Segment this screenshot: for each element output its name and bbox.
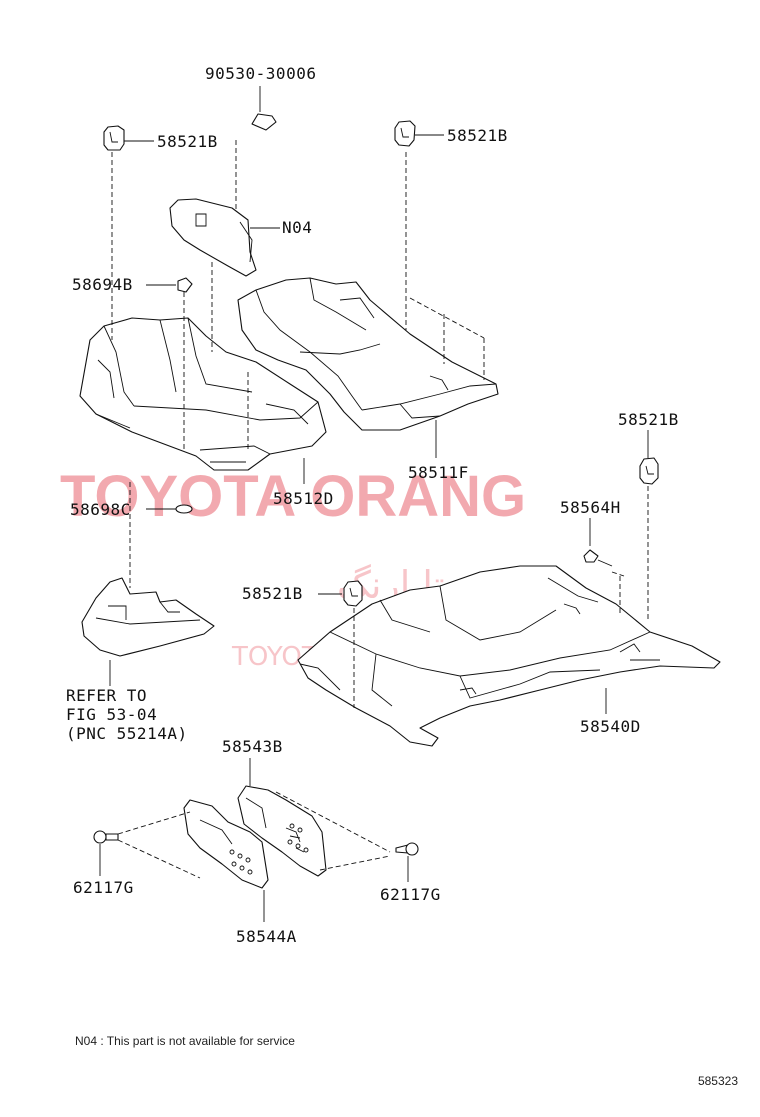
part-label-58544a: 58544A <box>236 927 297 946</box>
carpet-58511f-part[interactable] <box>237 152 499 458</box>
nut-58694b-icon[interactable] <box>146 277 193 450</box>
carpet-58540d-part[interactable] <box>297 565 721 747</box>
grommet-58698c-icon[interactable] <box>146 504 193 514</box>
part-label-58543b: 58543B <box>222 737 283 756</box>
part-label-58521b-top-right: 58521B <box>447 126 508 145</box>
part-label-58521b-right: 58521B <box>618 410 679 429</box>
part-label-58564h: 58564H <box>560 498 621 517</box>
part-label-n04: N04 <box>282 218 312 237</box>
refer-line-3: (PNC 55214A) <box>66 724 188 743</box>
bolt-90530-icon[interactable] <box>251 86 277 131</box>
part-label-58698c: 58698C <box>70 500 131 519</box>
assembly-line <box>117 811 191 835</box>
clip-58521b-right-icon[interactable] <box>639 430 659 620</box>
clip-58521b-left-icon[interactable] <box>103 125 154 151</box>
assembly-line <box>275 791 391 853</box>
refer-line-1: REFER TO <box>66 686 147 705</box>
refer-line-2: FIG 53-04 <box>66 705 157 724</box>
clip-58521b-center-icon[interactable] <box>318 580 363 708</box>
part-label-58540d: 58540D <box>580 717 641 736</box>
part-label-58694b: 58694B <box>72 275 133 294</box>
clip-62117g-left-icon[interactable] <box>93 830 119 876</box>
part-label-62117g-left: 62117G <box>73 878 134 897</box>
watermark-brand: TOYOTA ORANG <box>60 464 526 529</box>
part-label-58512d: 58512D <box>273 489 334 508</box>
part-label-58511f: 58511F <box>408 463 469 482</box>
carpet-58512d-part[interactable] <box>79 317 327 471</box>
clip-58521b-top-right-icon[interactable] <box>394 120 444 147</box>
insulator-n04-part[interactable] <box>169 198 280 277</box>
bolt-58564h-icon[interactable] <box>583 518 625 614</box>
service-note: N04 : This part is not available for ser… <box>75 1034 295 1048</box>
part-label-58521b-left: 58521B <box>157 132 218 151</box>
part-label-58521b-center: 58521B <box>242 584 303 603</box>
figure-number: 585323 <box>698 1074 738 1088</box>
part-label-62117g-right: 62117G <box>380 885 441 904</box>
part-label-90530-30006: 90530-30006 <box>205 64 316 83</box>
trim-refer-part[interactable] <box>81 577 215 686</box>
assembly-line <box>319 855 391 871</box>
clip-62117g-right-icon[interactable] <box>395 842 419 882</box>
panel-58544a-part[interactable] <box>183 799 269 922</box>
assembly-line <box>117 839 201 879</box>
panel-58543b-part[interactable] <box>237 758 327 877</box>
